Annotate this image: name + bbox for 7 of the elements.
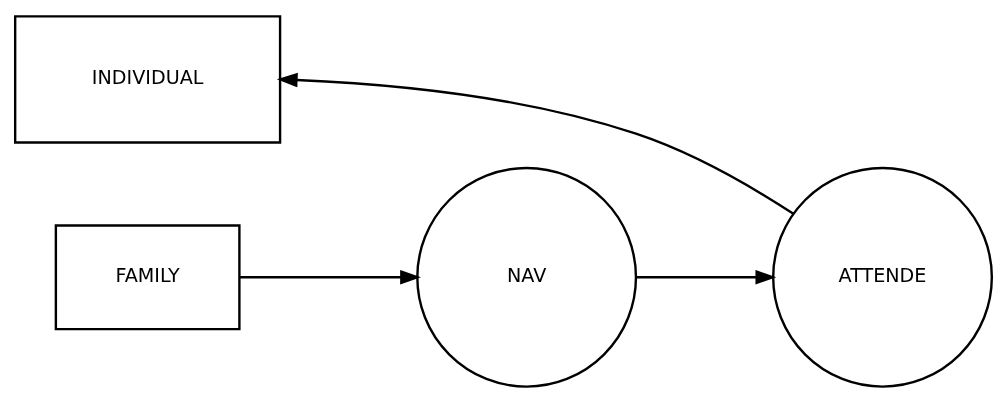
node-box: FAMILY xyxy=(54,224,241,331)
node-circle: NAV xyxy=(416,166,638,388)
node-box: INDIVIDUAL xyxy=(14,15,282,144)
arrow xyxy=(239,270,421,285)
arrow xyxy=(635,270,777,285)
arrow xyxy=(276,72,794,215)
node-circle: ATTENDE xyxy=(772,166,994,388)
